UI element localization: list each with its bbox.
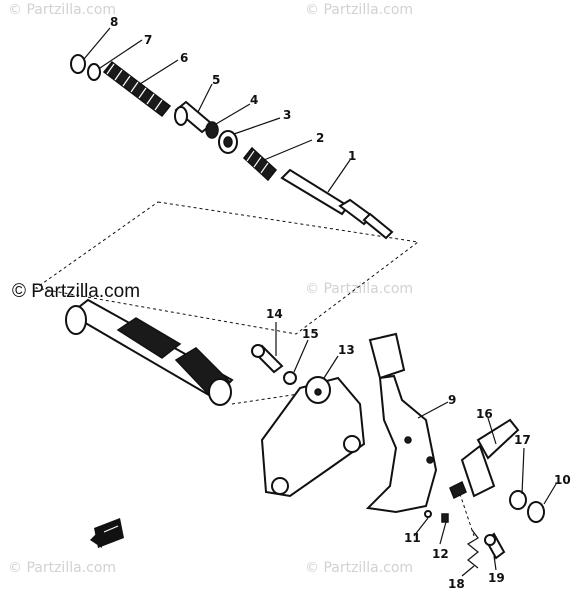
callout-15: 15 <box>302 327 319 341</box>
bracket-part-13 <box>260 376 366 498</box>
callout-9: 9 <box>448 393 456 407</box>
callout-3: 3 <box>283 108 291 122</box>
stud-part-19 <box>484 532 506 560</box>
exploded-plane-outline <box>34 201 420 335</box>
watermark-top-left: © Partzilla.com <box>8 2 116 18</box>
callout-6: 6 <box>180 51 188 65</box>
shift-lever-part-9 <box>365 332 438 514</box>
shift-drum-assembly <box>65 298 234 406</box>
washer-part-15 <box>283 371 297 385</box>
callout-4: 4 <box>250 93 258 107</box>
shaft-part-1 <box>280 168 394 240</box>
collar-part-5 <box>174 100 214 134</box>
callout-2: 2 <box>316 131 324 145</box>
callout-13: 13 <box>338 343 355 357</box>
front-arrow-icon <box>90 518 124 548</box>
callout-8: 8 <box>110 15 118 29</box>
watermark-top-right: © Partzilla.com <box>305 2 413 18</box>
callout-18: 18 <box>448 577 465 591</box>
watermark-bottom-right: © Partzilla.com <box>305 560 413 576</box>
callout-5: 5 <box>212 73 220 87</box>
small-lever-part-16 <box>449 418 520 500</box>
pin-part-12 <box>441 513 449 523</box>
watermark-bottom-left: © Partzilla.com <box>8 560 116 576</box>
ring-part-4 <box>205 121 219 139</box>
callout-1: 1 <box>348 149 356 163</box>
callout-14: 14 <box>266 307 283 321</box>
clip-part-10 <box>527 501 545 523</box>
callout-7: 7 <box>144 33 152 47</box>
spring-part-2 <box>242 146 278 182</box>
callout-11: 11 <box>404 531 421 545</box>
washer-part-17 <box>509 490 527 510</box>
callout-17: 17 <box>514 433 531 447</box>
callout-16: 16 <box>476 407 493 421</box>
washer-part-7 <box>87 63 101 81</box>
bushing-part-3 <box>218 130 238 154</box>
callout-12: 12 <box>432 547 449 561</box>
snap-ring-part-8 <box>70 54 86 74</box>
leader-lines <box>83 27 557 577</box>
watermark-main: © Partzilla.com <box>12 281 140 302</box>
pin-guide-line <box>457 487 475 537</box>
watermark-mid-right: © Partzilla.com <box>305 281 413 297</box>
bolt-part-14 <box>251 344 284 374</box>
spring-part-6 <box>102 60 172 118</box>
callout-10: 10 <box>554 473 571 487</box>
callout-19: 19 <box>488 571 505 585</box>
ball-part-11 <box>424 510 432 518</box>
spring-part-18 <box>466 529 479 569</box>
